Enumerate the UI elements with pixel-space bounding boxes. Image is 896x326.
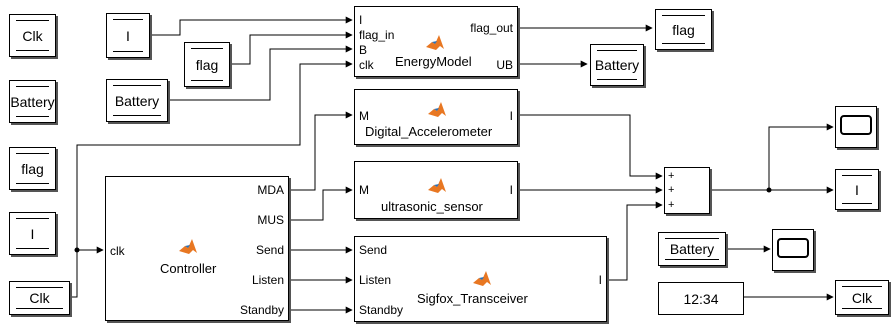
wire-flag-to-energy <box>230 31 353 65</box>
sigfox-block[interactable]: Send Listen Standby I Sigfox_Transceiver <box>354 236 607 322</box>
from-block-label: I <box>126 27 130 44</box>
block-name-sigfox: Sigfox_Transceiver <box>417 291 528 306</box>
sum-sign: + <box>668 184 675 196</box>
port-label-i: I <box>509 109 513 123</box>
port-label-mus: MUS <box>257 213 284 227</box>
goto-block-label: Clk <box>851 289 873 306</box>
scope-icon <box>777 238 809 258</box>
scope-icon <box>840 115 872 135</box>
from-block-battery[interactable]: Battery <box>9 80 56 123</box>
goto-block-label: I <box>855 181 859 198</box>
from-block-label: Battery <box>10 93 55 110</box>
port-label-standby: Standby <box>359 303 404 317</box>
matlab-function-icon <box>473 271 491 286</box>
port-label-i: I <box>598 273 602 287</box>
goto-block-i[interactable]: I <box>835 169 879 210</box>
port-label-listen: Listen <box>251 273 284 287</box>
from-block-label: Battery <box>114 92 160 109</box>
wire-mda <box>288 111 353 191</box>
from-block-clk[interactable]: Clk <box>9 14 56 57</box>
port-label-ub: UB <box>496 58 513 72</box>
digital-clock-block[interactable]: 12:34 <box>658 282 744 315</box>
wire-i-to-energy <box>150 16 353 36</box>
from-block-label: flag <box>195 56 219 73</box>
scope-block[interactable] <box>835 106 877 148</box>
from-block-battery-mid[interactable]: Battery <box>106 79 168 122</box>
port-label-standby: Standby <box>239 303 284 317</box>
port-label-mda: MDA <box>257 183 284 197</box>
block-name-controller: Controller <box>160 261 217 276</box>
port-label-m: M <box>359 183 369 197</box>
from-block-label: Clk <box>29 290 50 306</box>
ultrasonic-block[interactable]: M I ultrasonic_sensor <box>354 161 518 219</box>
port-label-send: Send <box>255 243 284 257</box>
goto-block-battery[interactable]: Battery <box>590 44 644 86</box>
port-label-i: I <box>359 13 363 27</box>
wire-sum-to-scope <box>768 123 834 190</box>
clock-display-value: 12:34 <box>683 290 719 307</box>
matlab-function-icon <box>428 102 446 117</box>
sum-sign: + <box>668 170 675 182</box>
from-block-label: flag <box>21 160 44 177</box>
accelerometer-block[interactable]: M I Digital_Accelerometer <box>354 89 518 145</box>
from-block-i-mid[interactable]: I <box>106 13 150 58</box>
sum-block[interactable]: + + + <box>664 167 710 214</box>
wire-clk-source <box>70 250 78 298</box>
wire-accel-to-sum <box>517 114 663 180</box>
from-block-i[interactable]: I <box>9 212 56 255</box>
from-block-label: I <box>30 225 35 242</box>
wire-clk-to-energy <box>76 60 353 250</box>
matlab-function-icon <box>179 239 197 254</box>
sum-sign: + <box>668 199 675 211</box>
from-block-flag-mid[interactable]: flag <box>184 42 230 87</box>
goto-block-label: flag <box>672 21 695 38</box>
from-block-battery-right[interactable]: Battery <box>658 232 726 266</box>
goto-block-label: Battery <box>594 57 640 73</box>
port-label-listen: Listen <box>359 273 392 287</box>
wire-battery-to-energy <box>168 45 353 101</box>
wire-mus <box>288 186 353 221</box>
port-label-send: Send <box>359 243 388 257</box>
port-label-b: B <box>359 43 368 57</box>
port-label-flag-out: flag_out <box>470 21 513 35</box>
branch-point-sum <box>766 187 772 193</box>
controller-block[interactable]: clk MDA MUS Send Listen Standby Controll… <box>105 176 289 321</box>
goto-block-clk[interactable]: Clk <box>835 280 889 315</box>
wire-sigfox-to-sum <box>606 201 663 281</box>
from-block-flag[interactable]: flag <box>9 147 56 190</box>
port-label-m: M <box>359 109 369 123</box>
from-block-clk-source[interactable]: Clk <box>9 281 70 315</box>
block-name-ultrasonic: ultrasonic_sensor <box>381 199 483 214</box>
branch-point-clk <box>74 247 80 253</box>
matlab-function-icon <box>428 178 446 193</box>
energy-model-block[interactable]: I flag_in B clk flag_out UB EnergyModel <box>354 6 518 77</box>
port-label-i: I <box>509 183 513 197</box>
port-label-clk: clk <box>110 244 125 258</box>
block-name-accelerometer: Digital_Accelerometer <box>365 124 493 139</box>
scope-block[interactable] <box>772 229 814 271</box>
matlab-function-icon <box>426 35 444 50</box>
block-name-energy-model: EnergyModel <box>395 54 472 69</box>
goto-block-flag[interactable]: flag <box>655 9 712 50</box>
port-label-clk: clk <box>359 58 374 72</box>
from-block-label: Clk <box>22 27 43 44</box>
port-label-flag-in: flag_in <box>359 28 395 42</box>
from-block-label: Battery <box>669 241 715 257</box>
